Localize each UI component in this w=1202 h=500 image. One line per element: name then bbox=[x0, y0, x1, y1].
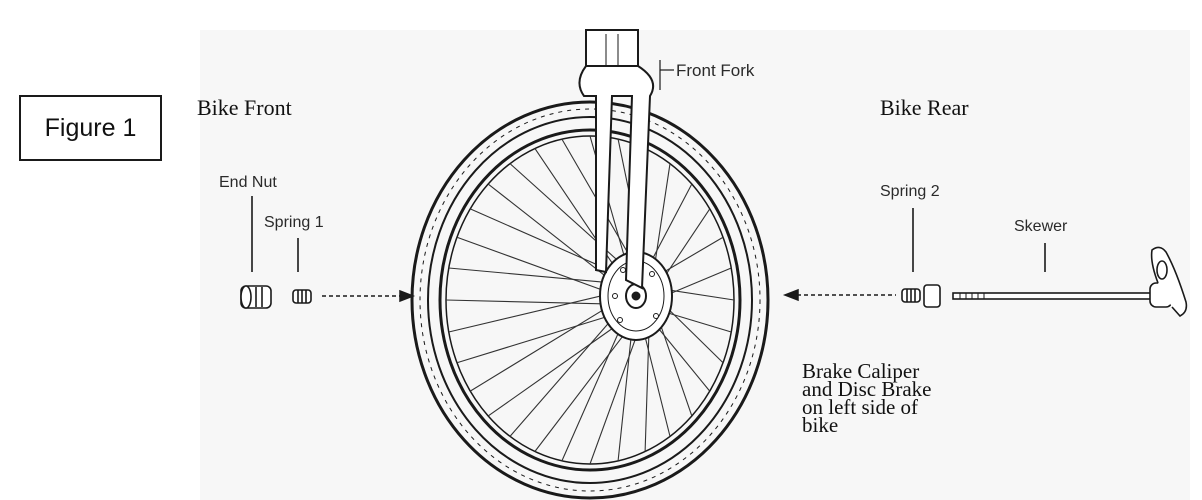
spoke bbox=[534, 148, 623, 279]
note-line: on left side of bbox=[802, 395, 919, 419]
spoke bbox=[534, 319, 636, 452]
front-fork bbox=[578, 29, 654, 290]
spoke bbox=[448, 267, 619, 285]
note-line: and Disc Brake bbox=[802, 377, 932, 401]
spring-2-label: Spring 2 bbox=[880, 183, 940, 200]
spoke bbox=[509, 309, 621, 437]
figure-label: Figure 1 bbox=[19, 95, 162, 161]
skewer-part bbox=[952, 243, 1188, 317]
illustration-backdrop bbox=[200, 30, 1190, 500]
spoke bbox=[445, 299, 618, 305]
spoke bbox=[561, 316, 627, 462]
bike-front-label: Bike Front bbox=[197, 95, 292, 120]
spoke bbox=[469, 301, 617, 392]
spoke bbox=[487, 317, 628, 417]
spring-1-label: Spring 1 bbox=[264, 214, 324, 231]
end-nut-part bbox=[240, 196, 272, 309]
spring-2-part bbox=[901, 208, 941, 308]
end-nut-label: End Nut bbox=[219, 174, 277, 191]
spoke bbox=[456, 236, 617, 296]
spoke bbox=[589, 318, 644, 465]
skewer-label: Skewer bbox=[1014, 218, 1068, 235]
rear-insert-arrow bbox=[782, 288, 896, 302]
spoke bbox=[617, 319, 634, 461]
front-fork-label: Front Fork bbox=[676, 61, 755, 80]
front-insert-arrow bbox=[322, 289, 416, 303]
note-line: bike bbox=[802, 413, 839, 437]
spoke bbox=[509, 163, 632, 274]
note-line: Brake Caliper bbox=[802, 359, 920, 383]
spoke bbox=[448, 291, 617, 333]
spring-1-part bbox=[292, 238, 312, 304]
bike-rear-label: Bike Rear bbox=[880, 95, 969, 120]
brake-caliper-note: Brake Caliper and Disc Brake on left sid… bbox=[802, 359, 1002, 437]
spoke bbox=[456, 311, 622, 364]
